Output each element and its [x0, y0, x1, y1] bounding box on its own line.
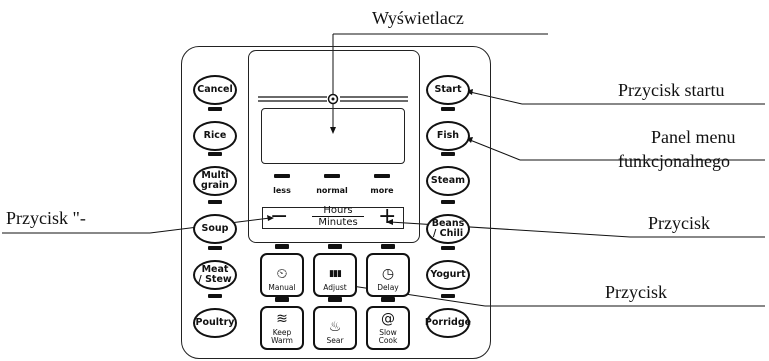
- minutes-label: Minutes: [318, 217, 358, 228]
- left-menu-button[interactable]: Rice: [193, 121, 237, 151]
- function-button[interactable]: ♨Sear: [313, 306, 357, 350]
- display-arrowhead: [330, 127, 336, 134]
- button-led: [328, 244, 342, 249]
- function-button-label: Adjust: [323, 283, 347, 292]
- plus-button[interactable]: +: [378, 204, 397, 229]
- level-led-more: [374, 174, 390, 178]
- menu-panel-callout-line1: Panel menu: [651, 127, 736, 147]
- button-led: [381, 297, 395, 302]
- button-led: [208, 107, 222, 111]
- button-led: [441, 200, 455, 204]
- minus-button-callout: Przycisk "-: [6, 208, 86, 228]
- adjust-button-callout: Przycisk: [605, 282, 667, 302]
- time-adjust-bar: [262, 207, 404, 229]
- display-area: [248, 50, 420, 243]
- flame-icon: ♨: [328, 319, 342, 335]
- button-led: [208, 246, 222, 250]
- menu-callout-line: [469, 139, 521, 161]
- function-button-label: Delay: [377, 283, 399, 292]
- display-callout: Wyświetlacz: [372, 8, 464, 28]
- function-button-label: Manual: [268, 283, 296, 292]
- control-panel: [181, 46, 491, 359]
- hours-minutes-label: Hours Minutes: [312, 205, 364, 228]
- right-menu-button[interactable]: Beans / Chili: [426, 214, 470, 244]
- level-label-less: less: [273, 186, 291, 195]
- plus-button-callout: Przycisk: [648, 213, 710, 233]
- function-button-label: Keep Warm: [271, 328, 293, 345]
- left-menu-button[interactable]: Soup: [193, 214, 237, 244]
- function-button[interactable]: ⏲Manual: [260, 253, 304, 297]
- level-led-less: [274, 174, 290, 178]
- button-led: [208, 294, 222, 298]
- function-button-label: Slow Cook: [378, 328, 398, 345]
- plus-arrowhead: [386, 219, 393, 225]
- right-menu-button[interactable]: Fish: [426, 121, 470, 151]
- bars-icon: ▮▮▮: [329, 269, 342, 279]
- level-led-normal: [324, 174, 340, 178]
- button-led: [208, 152, 222, 156]
- right-menu-button[interactable]: Start: [426, 75, 470, 105]
- button-led: [441, 294, 455, 298]
- button-led: [275, 297, 289, 302]
- level-label-normal: normal: [316, 186, 348, 195]
- left-menu-button[interactable]: Meat / Stew: [193, 260, 237, 290]
- start-callout-line: [469, 91, 523, 105]
- lcd-screen: [261, 108, 405, 164]
- button-led: [208, 200, 222, 204]
- button-led: [328, 297, 342, 302]
- button-led: [441, 152, 455, 156]
- function-button[interactable]: ≋Keep Warm: [260, 306, 304, 350]
- timer-icon: ⏲: [276, 266, 288, 282]
- button-led: [441, 107, 455, 111]
- left-menu-button[interactable]: Cancel: [193, 75, 237, 105]
- minus-button[interactable]: −: [270, 204, 289, 229]
- function-button[interactable]: @Slow Cook: [366, 306, 410, 350]
- heat-waves-icon: ≋: [276, 311, 288, 327]
- right-menu-button[interactable]: Yogurt: [426, 260, 470, 290]
- minus-arrowhead: [267, 215, 274, 221]
- button-led: [381, 244, 395, 249]
- right-menu-button[interactable]: Steam: [426, 166, 470, 196]
- hours-label: Hours: [312, 205, 364, 217]
- start-button-callout: Przycisk startu: [618, 80, 725, 100]
- menu-panel-callout-line2: funkcjonalnego: [618, 151, 730, 171]
- function-button[interactable]: ◷Delay: [366, 253, 410, 297]
- clock-icon: ◷: [381, 266, 395, 282]
- function-button-label: Sear: [326, 336, 344, 345]
- level-label-more: more: [370, 186, 394, 195]
- snail-icon: @: [381, 311, 395, 327]
- right-menu-button[interactable]: Porridge: [425, 308, 471, 338]
- left-menu-button[interactable]: Multi grain: [193, 166, 237, 196]
- left-menu-button[interactable]: Poultry: [193, 308, 237, 338]
- button-led: [441, 246, 455, 250]
- function-button[interactable]: ▮▮▮ Adjust: [313, 253, 357, 297]
- button-led: [275, 244, 289, 249]
